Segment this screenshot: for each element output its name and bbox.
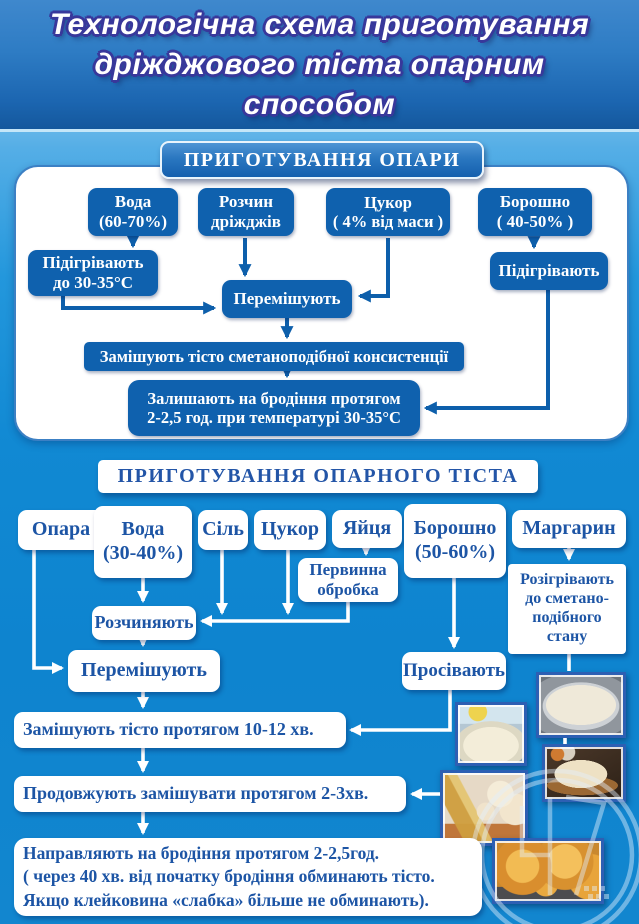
photo-sponge-batter-in-metal-bowl bbox=[536, 672, 626, 738]
node-heat-flour: Підігрівають bbox=[490, 252, 608, 290]
node-primary-processing: Первинна обробка bbox=[298, 558, 398, 602]
node-water-60-70: Вода (60-70%) bbox=[88, 188, 178, 236]
node-yeast-solution: Розчин дріжджів bbox=[198, 188, 294, 236]
node-warm-to-sour-cream-state: Розігрівають до сметано- подібного стану bbox=[508, 564, 626, 654]
node-mix-s2: Перемішують bbox=[68, 650, 220, 692]
photo-formed-rolls-with-wheat-ears bbox=[440, 770, 528, 846]
node-salt: Сіль bbox=[198, 510, 248, 550]
node-flour-40-50: Борошно ( 40-50% ) bbox=[478, 188, 592, 236]
photo-dough-ball-on-wooden-board bbox=[542, 744, 626, 802]
node-sugar: Цукор bbox=[254, 510, 326, 550]
node-knead-sour-cream-consistency: Замішують тісто сметаноподібної консисте… bbox=[84, 342, 464, 371]
node-water-30-40: Вода (30-40%) bbox=[94, 506, 192, 578]
node-opara: Опара bbox=[18, 510, 104, 550]
poster-title: Технологічна схема приготування дріжджов… bbox=[49, 7, 590, 121]
node-knead-10-12-min: Замішують тісто протягом 10-12 хв. bbox=[14, 712, 346, 748]
node-leave-to-ferment: Залишають на бродіння протягом 2-2,5 год… bbox=[128, 380, 420, 436]
node-eggs: Яйця bbox=[332, 510, 402, 548]
photo-risen-dough-in-glass-bowl bbox=[455, 702, 527, 766]
node-heat-to-30-35: Підігрівають до 30-35°С bbox=[28, 250, 158, 296]
section2-header: ПРИГОТУВАННЯ ОПАРНОГО ТІСТА bbox=[98, 460, 538, 493]
photo-baked-glazed-buns bbox=[492, 838, 604, 904]
title-band: Технологічна схема приготування дріжджов… bbox=[0, 0, 639, 132]
node-dissolve: Розчиняють bbox=[92, 606, 196, 640]
node-send-to-ferment: Направляють на бродіння протягом 2-2,5го… bbox=[14, 838, 482, 916]
node-continue-kneading-2-3-min: Продовжують замішувати протягом 2-3хв. bbox=[14, 776, 406, 812]
node-sift: Просівають bbox=[402, 652, 506, 690]
node-flour-50-60: Борошно (50-60%) bbox=[404, 504, 506, 578]
node-mix-s1: Перемішують bbox=[222, 280, 352, 318]
node-sugar-4pct: Цукор ( 4% від маси ) bbox=[326, 188, 450, 236]
node-margarine: Маргарин bbox=[512, 510, 626, 548]
section1-header: ПРИГОТУВАННЯ ОПАРИ bbox=[160, 141, 484, 179]
